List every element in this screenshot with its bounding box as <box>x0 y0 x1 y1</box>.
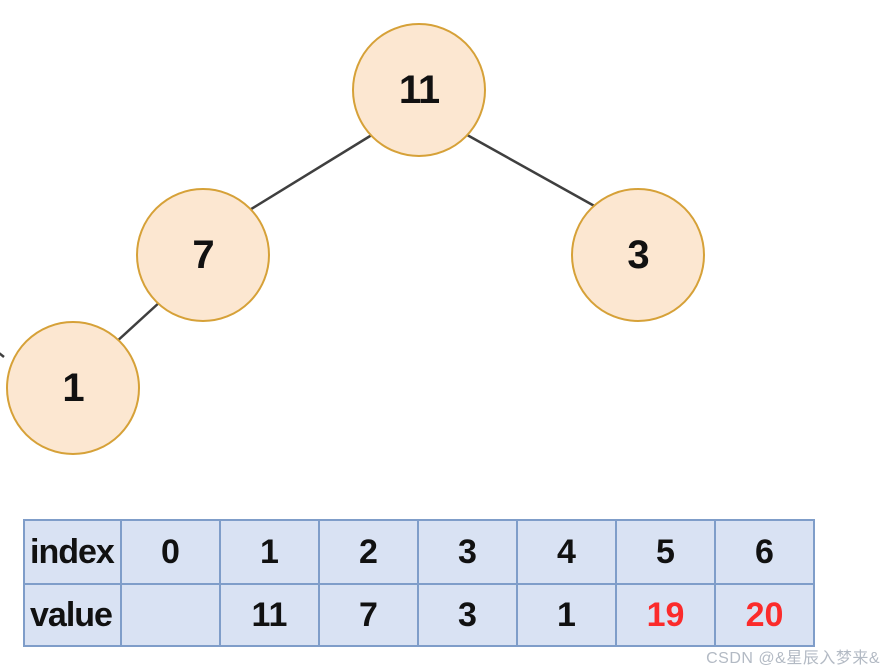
index-cell-3: 3 <box>417 519 518 585</box>
value-cell-6-highlighted: 20 <box>714 583 815 647</box>
value-cell-3: 3 <box>417 583 518 647</box>
index-cell-6: 6 <box>714 519 815 585</box>
array-index-row: index 0 1 2 3 4 5 6 <box>23 519 815 585</box>
index-cell-4: 4 <box>516 519 617 585</box>
value-cell-1: 11 <box>219 583 320 647</box>
edge-fragment-left-margin <box>0 352 5 358</box>
tree-node-left-left: 1 <box>6 321 140 455</box>
index-row-header: index <box>23 519 122 585</box>
node-left-left-value: 1 <box>62 365 84 410</box>
edge-root-to-left-child <box>247 131 376 213</box>
edge-left-child-to-grandchild <box>114 300 162 344</box>
value-cell-0 <box>120 583 221 647</box>
edge-root-to-right-child <box>459 129 599 210</box>
index-cell-0: 0 <box>120 519 221 585</box>
index-cell-1: 1 <box>219 519 320 585</box>
node-left-value: 7 <box>192 232 214 277</box>
array-value-row: value 11 7 3 1 19 20 <box>23 583 815 647</box>
value-cell-4: 1 <box>516 583 617 647</box>
tree-node-root: 11 <box>352 23 486 157</box>
index-cell-5: 5 <box>615 519 716 585</box>
node-root-value: 11 <box>398 67 440 112</box>
index-cell-2: 2 <box>318 519 419 585</box>
value-cell-2: 7 <box>318 583 419 647</box>
value-row-header: value <box>23 583 122 647</box>
csdn-watermark: CSDN @&星辰入梦来& <box>706 650 880 667</box>
tree-node-right: 3 <box>571 188 705 322</box>
tree-node-left: 7 <box>136 188 270 322</box>
node-right-value: 3 <box>627 232 649 277</box>
value-cell-5-highlighted: 19 <box>615 583 716 647</box>
array-table: index 0 1 2 3 4 5 6 value 11 7 3 1 19 20 <box>23 519 815 647</box>
